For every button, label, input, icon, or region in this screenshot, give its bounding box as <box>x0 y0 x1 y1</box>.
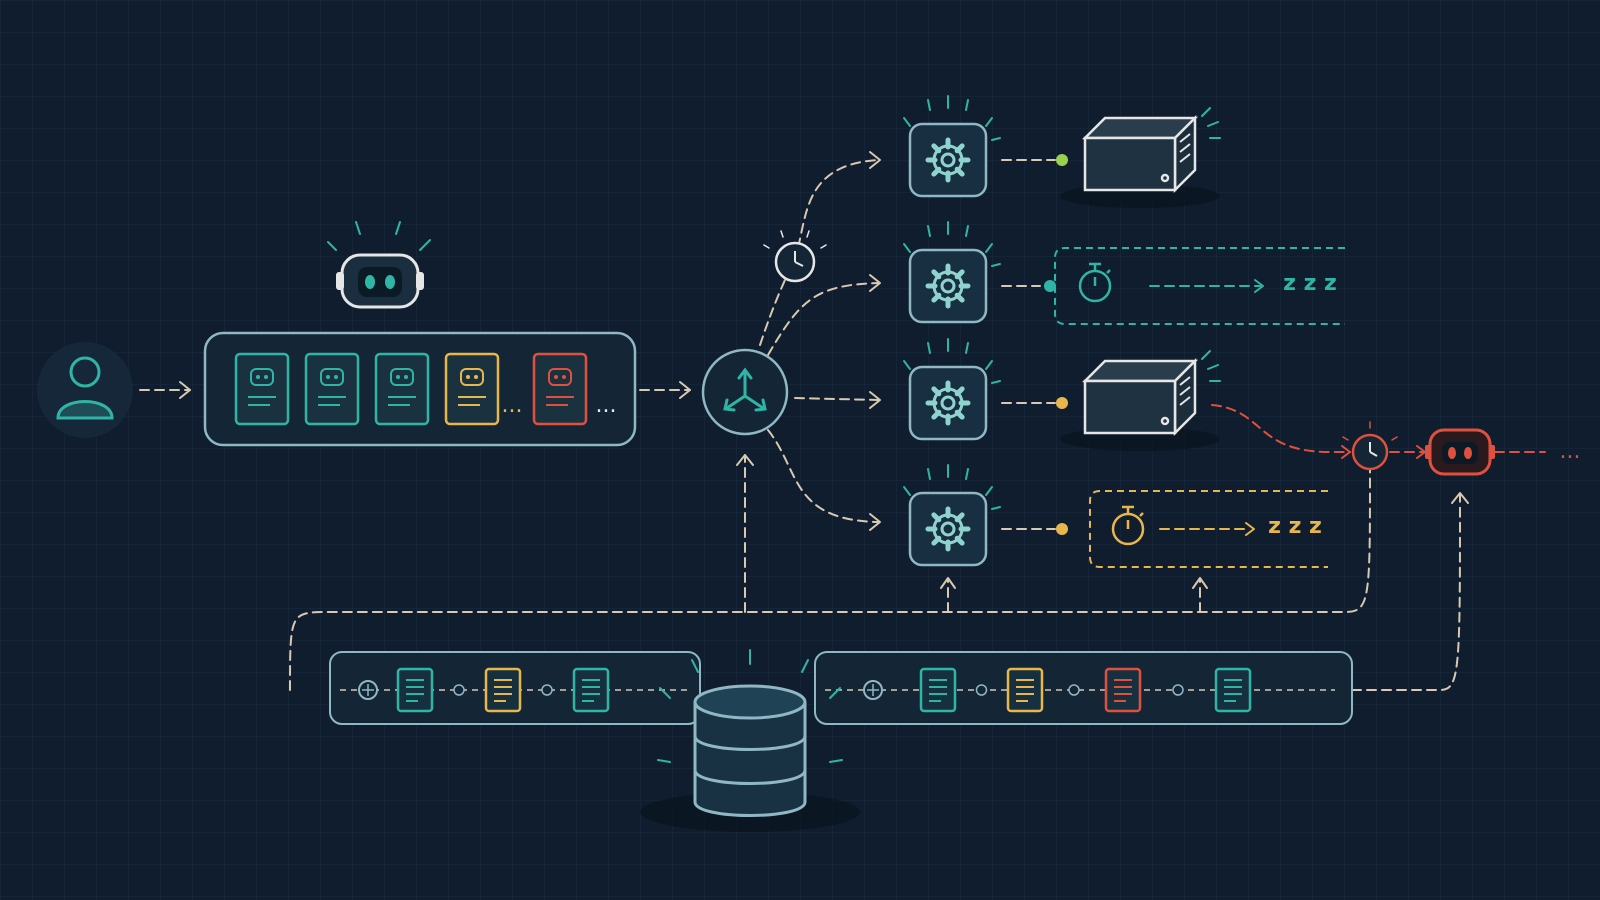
arrowhead <box>940 577 956 589</box>
status-dot <box>1044 280 1056 292</box>
server-node <box>1060 350 1221 451</box>
database-icon <box>693 684 807 817</box>
arrowhead <box>869 513 881 531</box>
queue-ellipsis: ... <box>502 393 523 418</box>
log-link-node <box>541 684 553 696</box>
arrowhead <box>1341 445 1351 459</box>
document-icon <box>572 667 610 713</box>
gear-icon <box>925 506 971 552</box>
arrowheads <box>179 151 1469 699</box>
robot-icon <box>250 368 274 386</box>
sleep-frame <box>1054 247 1345 325</box>
router-to-worker-3 <box>794 397 879 401</box>
connectors <box>139 159 1546 691</box>
task-card <box>532 352 588 426</box>
document-icon <box>1214 667 1252 713</box>
arrowhead <box>736 454 754 466</box>
robot-icon <box>548 368 572 386</box>
log-stream-left <box>329 651 701 725</box>
document-icon <box>1104 667 1142 713</box>
database-node <box>640 649 860 832</box>
task-queue: ... ... <box>203 331 637 447</box>
status-dot <box>1056 154 1068 166</box>
document-icon <box>919 667 957 713</box>
worker-node <box>903 221 1001 324</box>
gear-icon <box>925 263 971 309</box>
robot-icon <box>390 368 414 386</box>
clock-node <box>763 230 827 283</box>
router-to-worker-1 <box>759 159 879 346</box>
task-card <box>444 352 500 426</box>
log-to-alert <box>1351 494 1461 691</box>
document-icon <box>1006 667 1044 713</box>
sleep-text: z z z <box>1268 514 1322 539</box>
stopwatch-icon <box>1078 262 1112 303</box>
log-source-icon <box>863 680 883 700</box>
arrowhead <box>869 274 881 292</box>
arrowhead <box>869 391 881 409</box>
status-dot <box>1056 397 1068 409</box>
robot-glow <box>327 221 431 251</box>
arrowhead <box>1254 279 1264 293</box>
clock-icon <box>774 241 816 283</box>
router-node <box>701 348 789 436</box>
failure-timer <box>1342 421 1398 471</box>
feedback-bus <box>289 469 1371 691</box>
document-icon <box>484 667 522 713</box>
arrowhead <box>1245 522 1255 536</box>
status-dot <box>1056 523 1068 535</box>
worker-node <box>903 464 1001 567</box>
router-to-worker-2 <box>767 282 879 356</box>
worker-node <box>903 95 1001 198</box>
stopwatch-icon <box>1111 505 1145 546</box>
server-icon <box>1081 357 1199 437</box>
failure-path <box>1211 404 1351 453</box>
log-link-node <box>1172 684 1184 696</box>
document-icon <box>396 667 434 713</box>
task-card <box>374 352 430 426</box>
arrowhead <box>179 381 191 399</box>
output-ellipsis: ... <box>1560 439 1581 464</box>
log-link-node <box>1068 684 1080 696</box>
sleep-text: z z z <box>1283 271 1337 296</box>
arrowhead <box>1192 577 1208 589</box>
log-link-node <box>453 684 465 696</box>
robot-icon <box>336 253 424 309</box>
robot-icon <box>320 368 344 386</box>
clock-icon <box>1351 433 1389 471</box>
task-card <box>234 352 290 426</box>
log-stream-right <box>814 651 1353 725</box>
user-icon <box>56 356 114 420</box>
sleep-frame <box>1089 490 1328 568</box>
server-node <box>1060 107 1221 208</box>
arrowhead <box>679 381 691 399</box>
router-icon <box>723 367 767 412</box>
gear-icon <box>925 137 971 183</box>
arrowhead <box>869 151 881 169</box>
robot-icon <box>1425 428 1495 476</box>
log-source-icon <box>358 680 378 700</box>
worker-node <box>903 338 1001 441</box>
alert-robot <box>1425 428 1495 476</box>
gear-icon <box>925 380 971 426</box>
log-link-node <box>975 684 988 696</box>
robot-icon <box>460 368 484 386</box>
workers: z z z z z z <box>903 95 1345 568</box>
router-to-worker-4 <box>767 429 879 523</box>
task-card <box>304 352 360 426</box>
server-icon <box>1081 114 1199 194</box>
arrowhead <box>1451 492 1469 504</box>
agent-robot <box>327 221 431 309</box>
user-node <box>37 342 133 438</box>
queue-ellipsis: ... <box>596 393 617 418</box>
